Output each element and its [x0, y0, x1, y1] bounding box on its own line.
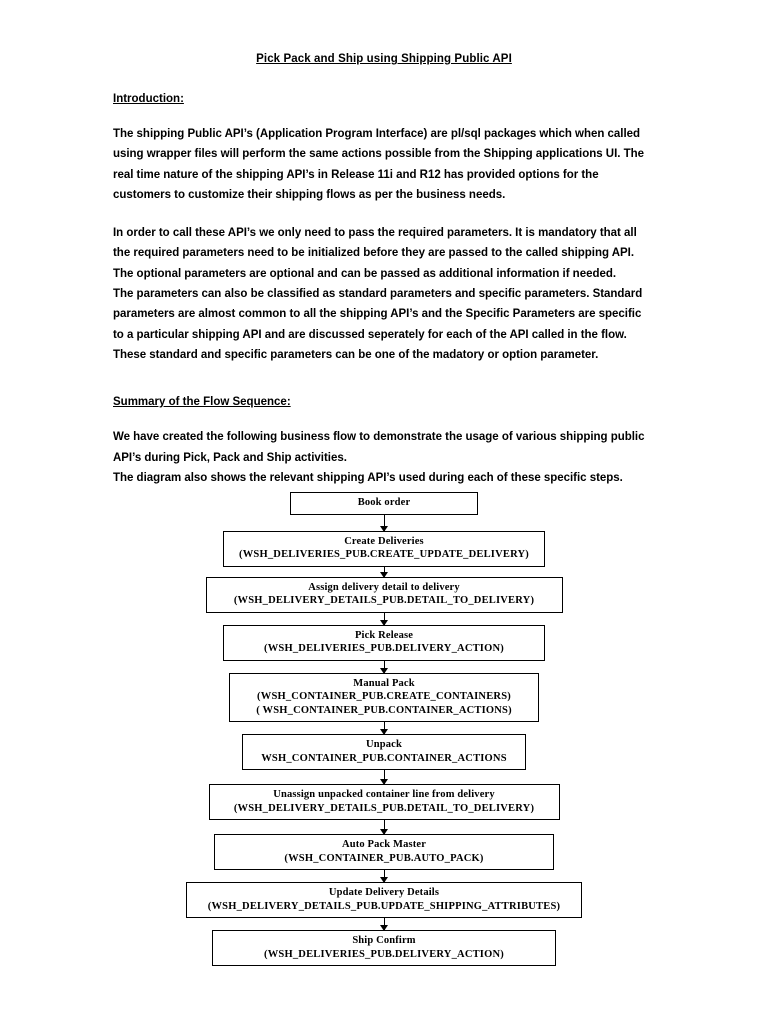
flow-node-api: (WSH_DELIVERIES_PUB.CREATE_UPDATE_DELIVE…: [239, 549, 529, 560]
section-heading-summary: Summary of the Flow Sequence:: [113, 396, 291, 409]
introduction-paragraph-2: In order to call these API’s we only nee…: [113, 227, 637, 280]
flow-arrow-icon: [380, 770, 388, 785]
flow-node-label: Update Delivery Details: [328, 887, 440, 898]
flow-arrow-icon: [380, 722, 388, 735]
flow-node-label: Manual Pack: [353, 677, 415, 689]
summary-paragraph-1-text-a: We have created the following business f…: [113, 431, 645, 464]
flow-node-label: Book order: [357, 497, 411, 508]
flow-node-label: Auto Pack Master: [341, 839, 427, 850]
flow-node: Auto Pack Master (WSH_CONTAINER_PUB.AUTO_…: [214, 834, 554, 870]
flow-node: Unassign unpacked container line from de…: [208, 784, 560, 820]
flow-node-api: (WSH_DELIVERY_DETAILS_PUB.UPDATE_SHIPPIN…: [207, 900, 561, 912]
flow-arrow-icon: [380, 566, 388, 578]
flow-arrow-icon: [380, 660, 388, 674]
flow-node: Create Deliveries (WSH_DELIVERIES_PUB.CRE…: [223, 530, 545, 567]
summary-paragraph-1-emphasis: Pick, Pack and Ship activities: [183, 451, 344, 464]
flow-arrow-icon: [380, 918, 388, 931]
flow-node-label: Ship Confirm: [352, 935, 416, 946]
flow-arrow-icon: [380, 514, 388, 532]
summary-paragraph-1-text-b: .: [343, 451, 347, 464]
flow-node-api: WSH_CONTAINER_PUB.CONTAINER_ACTIONS: [261, 752, 507, 764]
flow-node: Book order: [290, 492, 478, 515]
document-content: Pick Pack and Ship using Shipping Public…: [113, 52, 655, 488]
section-heading-introduction: Introduction:: [113, 93, 184, 105]
flow-node: Ship Confirm (WSH_DELIVERIES_PUB.DELIVERY…: [212, 930, 556, 966]
flow-arrow-icon: [380, 870, 388, 883]
flow-node-label: Assign delivery detail to delivery: [308, 581, 460, 593]
flow-node: Update Delivery Details (WSH_DELIVERY_DET…: [186, 882, 582, 918]
flow-node-api: (WSH_DELIVERY_DETAILS_PUB.DETAIL_TO_DELI…: [233, 595, 535, 606]
flow-node-api: (WSH_DELIVERIES_PUB.DELIVERY_ACTION): [264, 643, 504, 654]
flow-node: Assign delivery detail to delivery (WSH_D…: [205, 576, 563, 613]
flow-node-label: Pick Release: [354, 629, 414, 641]
summary-paragraph-2: The diagram also shows the relevant ship…: [113, 471, 623, 484]
flow-node-label: Create Deliveries: [344, 535, 424, 547]
flow-node-api: (WSH_CONTAINER_PUB.AUTO_PACK): [284, 852, 484, 864]
flow-node-api: (WSH_DELIVERIES_PUB.DELIVERY_ACTION): [264, 948, 504, 960]
flow-node-label: Unpack: [366, 739, 402, 750]
flow-node: Manual Pack (WSH_CONTAINER_PUB.CREATE_CON…: [229, 672, 539, 722]
page-title: Pick Pack and Ship using Shipping Public…: [256, 53, 512, 65]
flow-node-api: (WSH_CONTAINER_PUB.CREATE_CONTAINERS): [257, 691, 511, 702]
introduction-paragraph-3: The parameters can also be classified as…: [113, 288, 643, 361]
introduction-paragraph-1: The shipping Public API’s (Application P…: [113, 128, 644, 201]
flow-arrow-icon: [380, 820, 388, 835]
flow-node-label: Unassign unpacked container line from de…: [273, 789, 495, 800]
flow-node: Pick Release (WSH_DELIVERIES_PUB.DELIVERY…: [223, 624, 545, 661]
flow-node-api: (WSH_DELIVERY_DETAILS_PUB.DETAIL_TO_DELI…: [233, 802, 535, 814]
summary-paragraph-1: We have created the following business f…: [113, 427, 655, 468]
flow-arrow-icon: [380, 612, 388, 626]
flow-node-api: ( WSH_CONTAINER_PUB.CONTAINER_ACTIONS): [256, 704, 512, 716]
